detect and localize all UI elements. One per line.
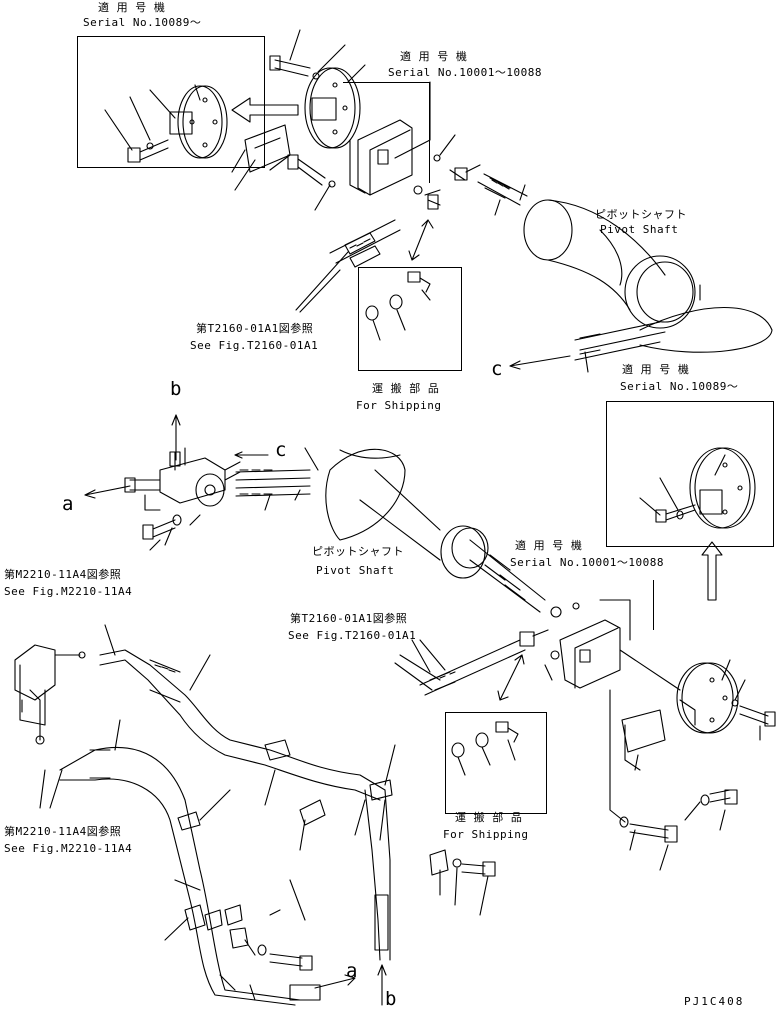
inset-for-shipping-top <box>358 267 462 371</box>
bottom-left-pump <box>14 644 86 745</box>
drawing-code: PJ1C408 <box>684 995 745 1008</box>
label-see-fig-t2160-en-top: See Fig.T2160-01A1 <box>190 339 319 352</box>
label-pivot-shaft-jp-top: ピボットシャフト <box>595 208 687 221</box>
top-hoses-left <box>295 219 401 313</box>
label-applicable-model-top: 適 用 号 機 <box>400 50 468 63</box>
label-for-shipping-en-top: For Shipping <box>356 399 442 412</box>
ref-letter-b-top: b <box>170 378 182 400</box>
arrow-a-bottom <box>314 974 356 989</box>
middle-hoses-lower <box>394 629 549 696</box>
ref-letter-c-middle: c <box>275 439 287 461</box>
middle-right-inset-flange <box>639 447 756 529</box>
middle-hoses <box>235 447 319 511</box>
label-see-fig-t2160-jp-middle: 第T2160-01A1図参照 <box>290 612 408 625</box>
label-serial-10089-top-left: Serial No.10089～ <box>83 16 202 29</box>
ref-letter-b-bottom: b <box>385 988 397 1010</box>
label-for-shipping-en-bottom: For Shipping <box>443 828 529 841</box>
inset-serial-10089-middle <box>606 401 774 547</box>
label-applicable-model-right: 適 用 号 機 <box>622 363 690 376</box>
middle-bracket <box>544 599 631 689</box>
ref-letter-c-top: c <box>491 358 503 380</box>
top-inset-flange-group <box>104 84 228 163</box>
inset-serial-10001-10088-middle <box>565 580 654 630</box>
label-see-fig-t2160-en-middle: See Fig.T2160-01A1 <box>288 629 417 642</box>
middle-valve-block <box>124 447 241 551</box>
double-arrow <box>408 219 434 261</box>
inset-serial-10089-top <box>77 36 265 168</box>
shipping-parts-top <box>365 271 431 341</box>
label-applicable-model-middle: 適 用 号 機 <box>515 539 583 552</box>
ref-letter-a-bottom: a <box>346 960 358 982</box>
top-bracket-and-fittings <box>349 81 481 210</box>
label-pivot-shaft-en-middle: Pivot Shaft <box>316 564 395 577</box>
label-applicable-model-top-left: 適 用 号 機 <box>98 1 166 14</box>
label-for-shipping-jp-bottom: 運 搬 部 品 <box>455 811 523 824</box>
label-see-fig-m2210-en-bottom: See Fig.M2210-11A4 <box>4 842 133 855</box>
inset-serial-10001-10088-top <box>343 82 430 183</box>
pivot-shaft-middle <box>325 448 580 618</box>
label-serial-10089-right: Serial No.10089～ <box>620 380 739 393</box>
label-pivot-shaft-jp-middle: ピボットシャフト <box>312 545 404 558</box>
arrow-b-bottom <box>377 964 387 1006</box>
label-see-fig-t2160-jp-top: 第T2160-01A1図参照 <box>196 322 314 335</box>
label-for-shipping-jp-top: 運 搬 部 品 <box>372 382 440 395</box>
middle-right-flange-bolts <box>609 649 776 871</box>
bottom-hoses <box>39 624 496 1006</box>
label-serial-10001-10088-top: Serial No.10001～10088 <box>388 66 542 79</box>
top-hoses-right <box>477 173 528 216</box>
top-flange-bolts <box>231 29 366 211</box>
double-arrow-middle <box>497 654 525 701</box>
pivot-shaft-top <box>523 199 773 373</box>
arrow-a-top <box>84 485 131 499</box>
label-see-fig-m2210-jp-top: 第M2210-11A4図参照 <box>4 568 122 581</box>
arrow-c-top <box>509 355 571 370</box>
flow-arrow-left <box>231 97 299 123</box>
label-serial-10001-10088-middle: Serial No.10001～10088 <box>510 556 664 569</box>
label-pivot-shaft-en-top: Pivot Shaft <box>600 223 679 236</box>
shipping-parts-bottom <box>451 721 519 776</box>
label-see-fig-m2210-jp-bottom: 第M2210-11A4図参照 <box>4 825 122 838</box>
ref-letter-a-top: a <box>62 493 74 515</box>
label-see-fig-m2210-en-top: See Fig.M2210-11A4 <box>4 585 133 598</box>
flow-arrow-up <box>701 541 723 601</box>
arrow-c-middle <box>234 451 269 459</box>
arrow-b-top <box>171 414 181 461</box>
inset-for-shipping-bottom <box>445 712 547 814</box>
